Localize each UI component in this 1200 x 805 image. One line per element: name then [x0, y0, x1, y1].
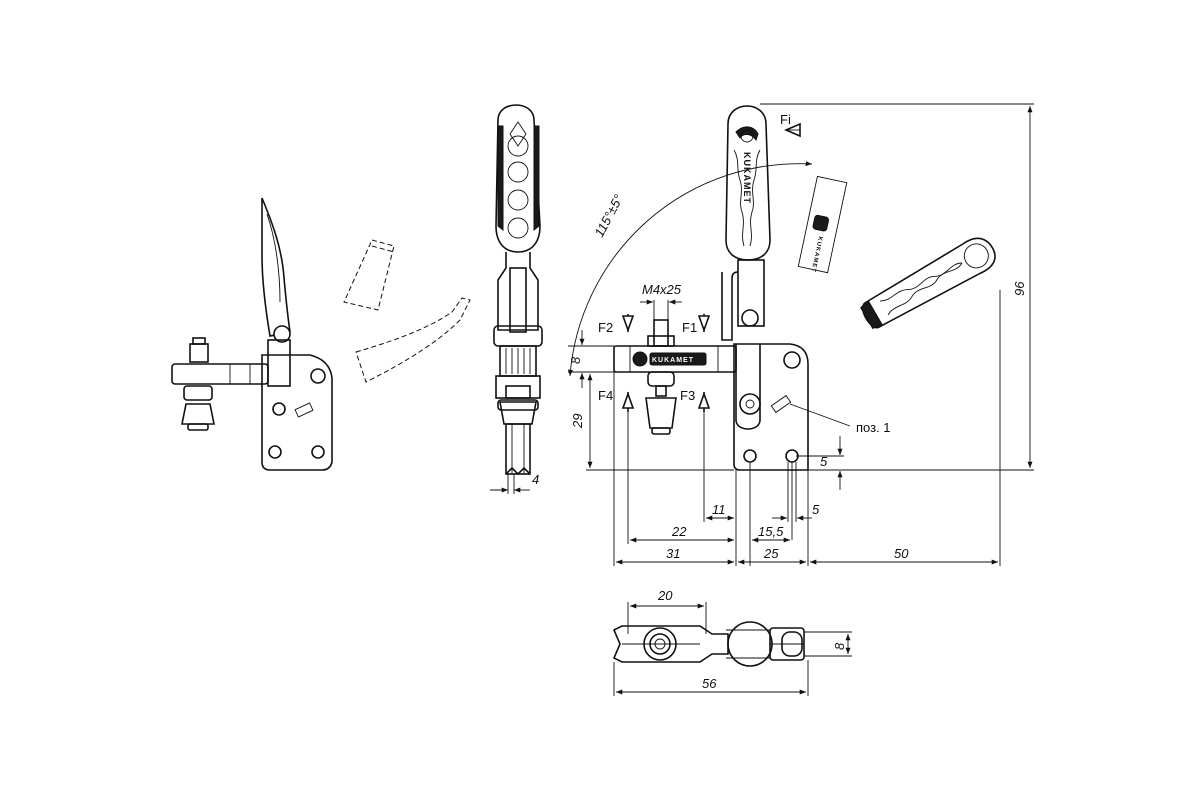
- main-view: KUKAMET KUKAMET: [567, 103, 1034, 566]
- dim-20-label: 20: [657, 588, 673, 603]
- brand-text-handle: KUKAMET: [742, 152, 752, 204]
- dim-56-label: 56: [702, 676, 717, 691]
- dim-96-label: 96: [1012, 281, 1027, 296]
- force-f2-label: F2: [598, 320, 613, 335]
- brand-text-arm: KUKAMET: [652, 357, 694, 364]
- dim-11-label: 11: [712, 502, 726, 517]
- phantom-positions: [343, 239, 471, 383]
- dim-8-label: 8: [568, 356, 583, 364]
- force-f4-label: F4: [598, 388, 613, 403]
- force-f3-label: F3: [680, 388, 695, 403]
- dim-5-hole-label: 5: [812, 502, 820, 517]
- dim-8-side-label: 8: [832, 642, 847, 650]
- dim-5-vertical-label: 5: [820, 454, 828, 469]
- dim-15-5-label: 15,5: [758, 524, 784, 539]
- dim-31-label: 31: [666, 546, 680, 561]
- thread-label: M4x25: [642, 282, 682, 297]
- force-f1-label: F1: [682, 320, 697, 335]
- angle-label: 115°±5°: [591, 192, 626, 239]
- front-view-narrow: [490, 104, 543, 494]
- dim-50-label: 50: [894, 546, 909, 561]
- force-fi-label: Fi: [780, 112, 791, 127]
- callout-pos1-label: поз. 1: [856, 420, 891, 435]
- dim-22-label: 22: [671, 524, 687, 539]
- dim-25-label: 25: [763, 546, 779, 561]
- side-view-left: [171, 197, 333, 471]
- brand-text-phantom: KUKAMET: [809, 236, 823, 273]
- top-view: [612, 602, 852, 696]
- dim-4-label: 4: [532, 472, 539, 487]
- dim-29-label: 29: [570, 414, 585, 429]
